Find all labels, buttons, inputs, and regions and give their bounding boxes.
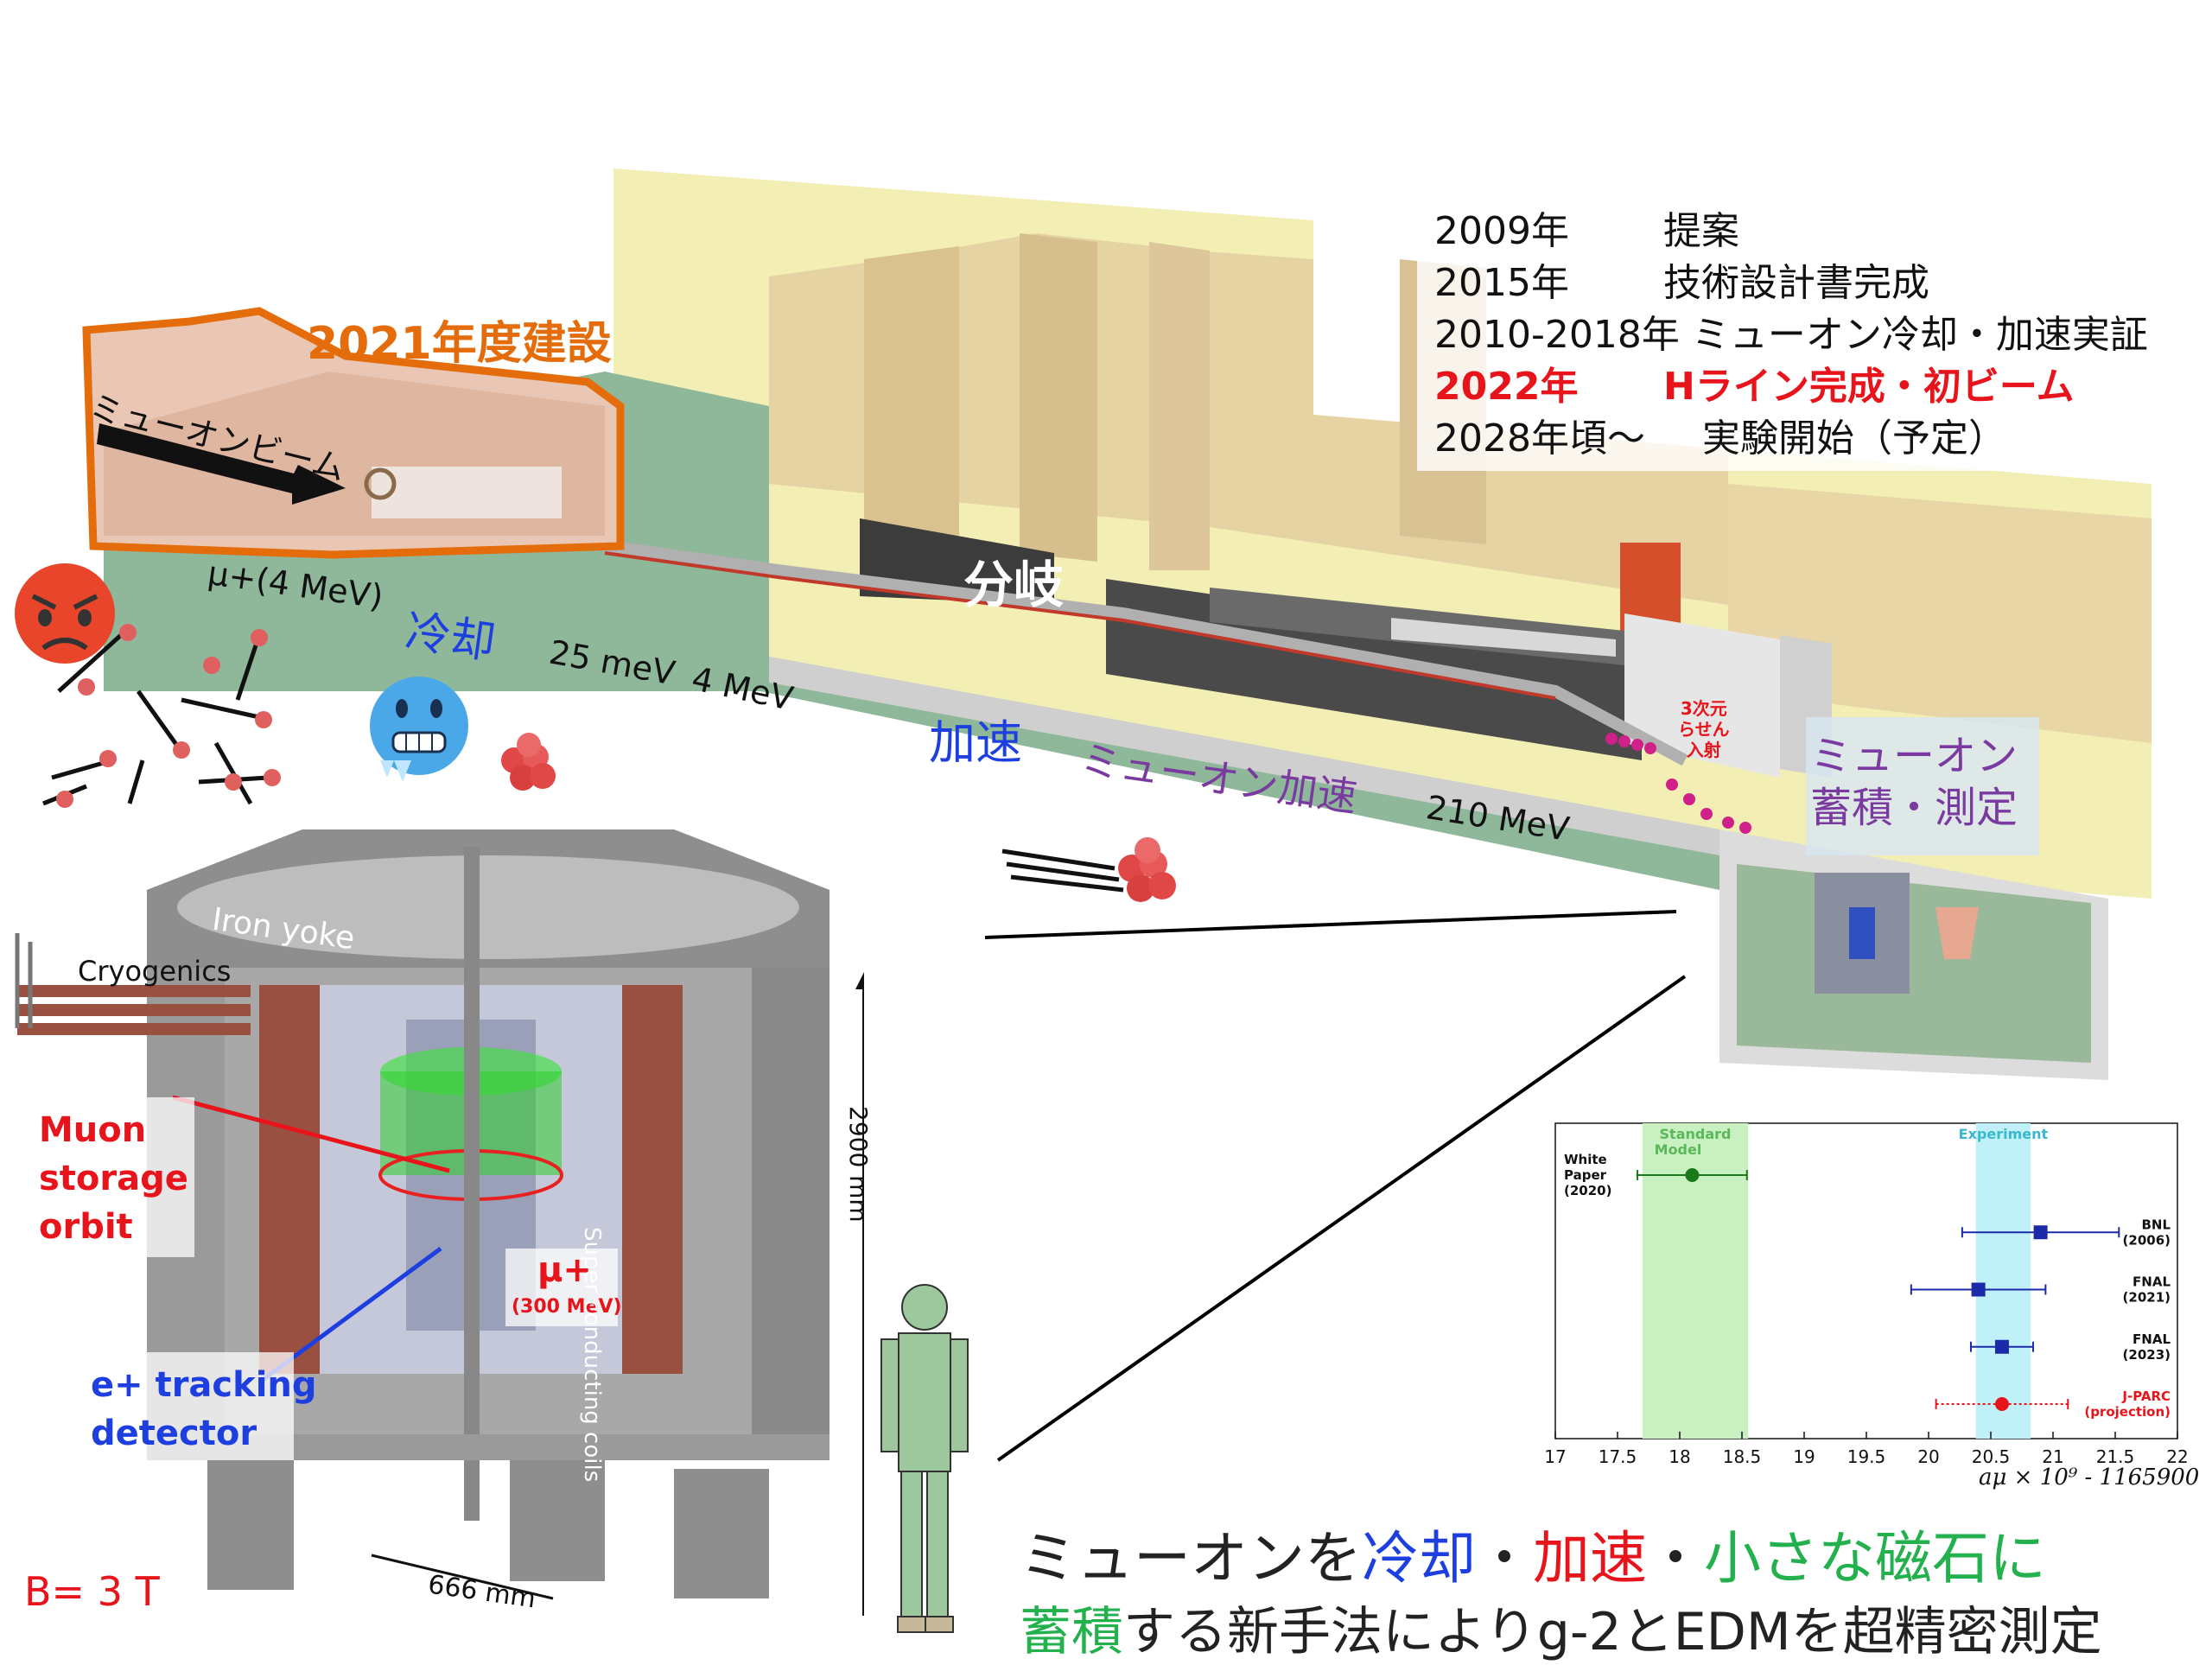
magnet-core bbox=[1849, 907, 1875, 959]
building-block bbox=[1149, 242, 1210, 570]
storage-measure-label: ミューオン蓄積・測定 bbox=[1810, 732, 2018, 832]
chart-point-label: (2023) bbox=[2123, 1347, 2171, 1363]
chart-point bbox=[1994, 1339, 2009, 1354]
chart-point-label: Paper bbox=[1564, 1167, 1607, 1183]
chart-x-tick-label: 17 bbox=[1544, 1446, 1566, 1467]
pointer-line bbox=[996, 975, 1687, 1462]
branch-label: 分岐 bbox=[963, 556, 1065, 614]
mu-plus-box bbox=[505, 1249, 618, 1326]
yoke-top-face bbox=[177, 855, 799, 959]
coil bbox=[259, 985, 320, 1374]
chart-point-label: FNAL bbox=[2133, 1274, 2171, 1290]
chart-x-tick-label: 21 bbox=[2042, 1446, 2063, 1467]
pink-pot bbox=[1936, 907, 1979, 959]
chart-x-tick-label: 21.5 bbox=[2096, 1446, 2135, 1467]
chart-point-label: (2006) bbox=[2123, 1232, 2171, 1248]
chart-point-label: FNAL bbox=[2133, 1331, 2171, 1347]
timeline-panel: 2009年提案 2015年技術設計書完成 2010-2018年 ミューオン冷却・… bbox=[1417, 194, 2169, 471]
chart-point-label: BNL bbox=[2141, 1217, 2171, 1232]
storage-box bbox=[1806, 717, 2039, 855]
chart-point bbox=[1685, 1168, 1700, 1182]
base-leg bbox=[510, 1460, 605, 1581]
chart-point bbox=[1971, 1282, 1986, 1297]
equipment bbox=[372, 467, 562, 518]
yoke-side bbox=[752, 968, 830, 1434]
fast-particles-icon bbox=[1001, 837, 1176, 902]
orbit-pointer bbox=[172, 1095, 450, 1173]
angry-face-icon bbox=[15, 563, 115, 664]
central-rod bbox=[464, 847, 480, 1521]
beamline bbox=[535, 530, 1688, 766]
chart-point-label: J-PARC bbox=[2121, 1389, 2171, 1404]
chart-point-label: (2020) bbox=[1564, 1183, 1611, 1198]
chart-x-tick-label: 17.5 bbox=[1599, 1446, 1637, 1467]
mu-plus-label: μ+ bbox=[537, 1250, 592, 1290]
building-block bbox=[1728, 484, 2152, 743]
detector-cutaway bbox=[15, 829, 864, 1616]
building-block bbox=[864, 246, 959, 536]
chart-x-tick-label: 18.5 bbox=[1723, 1446, 1762, 1467]
chart-x-tick-label: 20.5 bbox=[1972, 1446, 2011, 1467]
base-leg bbox=[674, 1469, 769, 1598]
cryo-pipe bbox=[17, 985, 251, 997]
particle-cluster-icon bbox=[501, 733, 556, 791]
freezing-face-icon bbox=[370, 677, 468, 782]
chart-x-tick-label: 19.5 bbox=[1847, 1446, 1886, 1467]
orbit-label-box bbox=[30, 1097, 194, 1257]
acceleration-label: 加速 bbox=[929, 715, 1022, 770]
cryogenics-label: Cryogenics bbox=[78, 955, 232, 988]
chart-point-label: (2021) bbox=[2123, 1290, 2171, 1306]
chart-x-tick-label: 20 bbox=[1917, 1446, 1939, 1467]
chart-x-tick-label: 18 bbox=[1669, 1446, 1690, 1467]
building-block bbox=[1020, 233, 1097, 562]
chart-band-label: Standard bbox=[1660, 1126, 1732, 1142]
chart-band-label: Model bbox=[1655, 1141, 1702, 1158]
branch-wall bbox=[1624, 613, 1780, 778]
cryo-pipe bbox=[17, 1023, 251, 1035]
coils-label: Super conducting coils bbox=[579, 1227, 605, 1483]
chart-point bbox=[1994, 1397, 2009, 1411]
chart-point-label: White bbox=[1564, 1152, 1607, 1167]
pointer-line bbox=[984, 910, 1677, 939]
chart-point-label: (projection) bbox=[2084, 1404, 2171, 1420]
muon-beam-arrow bbox=[97, 423, 346, 505]
caption-line-2: 蓄積する新手法によりg-2とEDMを超精密測定 bbox=[1020, 1602, 2102, 1662]
chart-band-label: Experiment bbox=[1959, 1126, 2049, 1142]
coil bbox=[622, 985, 683, 1374]
width-arrow bbox=[371, 1554, 554, 1600]
field-label: B= 3 T bbox=[24, 1568, 160, 1615]
equipment-ring bbox=[364, 467, 397, 500]
particle-dots bbox=[56, 624, 281, 808]
construction-label: 2021年度建設 bbox=[307, 318, 612, 370]
timeline-row: 2015年技術設計書完成 bbox=[1434, 261, 1929, 305]
beamline-red bbox=[604, 551, 1556, 700]
injection-dots bbox=[1605, 733, 1751, 834]
chart-band bbox=[1975, 1123, 2031, 1439]
timeline-row: 2028年頃〜実験開始（予定） bbox=[1434, 416, 2006, 461]
height-label: 2900 mm bbox=[844, 1106, 873, 1223]
cryo-pipe bbox=[17, 1004, 251, 1016]
chart-x-tick-label: 19 bbox=[1793, 1446, 1815, 1467]
chart-point bbox=[2033, 1225, 2048, 1240]
human-figure-icon bbox=[880, 1284, 969, 1633]
branch-wall bbox=[1391, 618, 1616, 657]
caption-line-1: ミューオンを冷却・加速・小さな磁石に bbox=[1020, 1525, 2046, 1592]
building-block bbox=[769, 233, 1728, 605]
timeline-row: 2009年提案 bbox=[1434, 209, 1739, 253]
cooling-label: 冷却 bbox=[402, 606, 499, 670]
mu-plus-energy-label: (300 MeV) bbox=[512, 1296, 622, 1318]
spiral-injection-label: 3次元らせん入射 bbox=[1678, 698, 1730, 760]
chart-x-axis-label: aμ × 10⁹ - 1165900 bbox=[1979, 1465, 2200, 1490]
base-leg bbox=[207, 1460, 294, 1590]
tracking-label-box bbox=[78, 1352, 294, 1460]
chart-x-tick-label: 22 bbox=[2166, 1446, 2188, 1467]
timeline-row: 2010-2018年 ミューオン冷却・加速実証 bbox=[1434, 313, 2148, 357]
floor-edge bbox=[769, 657, 1719, 855]
